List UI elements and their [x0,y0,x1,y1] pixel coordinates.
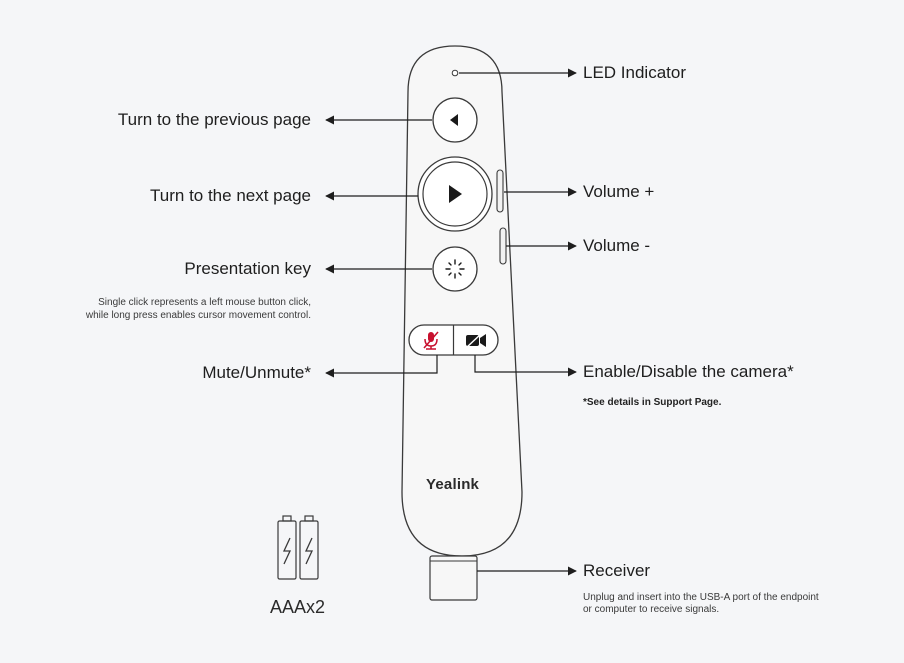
led-indicator [451,69,459,77]
camera-off-icon [465,332,486,349]
volume-down-label: Volume - [583,236,651,255]
led-indicator-label: LED Indicator [583,63,686,82]
receiver-label: Receiver [583,561,651,580]
laser-sparkle-icon [445,259,465,279]
camera-callout [474,355,577,377]
brand-logo: Yealink [426,476,480,493]
receiver-note-line-2: or computer to receive signals. [583,604,720,615]
volume-down-side-button[interactable] [499,227,507,265]
volume-up-side-button[interactable] [496,169,504,213]
presentation-note-line-1: Single click represents a left mouse but… [98,297,311,308]
volume-up-label: Volume + [583,182,655,201]
previous-page-label: Turn to the previous page [117,110,311,129]
battery-label: AAAx2 [270,597,326,617]
previous-arrow-icon [450,114,458,126]
next-arrow-icon [449,185,462,203]
presentation-note-line-2: while long press enables cursor movement… [85,310,311,321]
presentation-key[interactable] [432,246,478,292]
mute-mic-icon [423,331,439,350]
camera-support-note: *See details in Support Page. [583,397,722,408]
next-page-label: Turn to the next page [150,186,311,205]
mute-callout [325,355,438,378]
battery-icon [277,515,319,580]
receiver-plug[interactable] [429,555,478,601]
mute-label: Mute/Unmute* [202,363,311,382]
presentation-key-label: Presentation key [184,259,311,278]
camera-label: Enable/Disable the camera* [583,362,794,381]
receiver-note-line-1: Unplug and insert into the USB-A port of… [583,592,819,603]
